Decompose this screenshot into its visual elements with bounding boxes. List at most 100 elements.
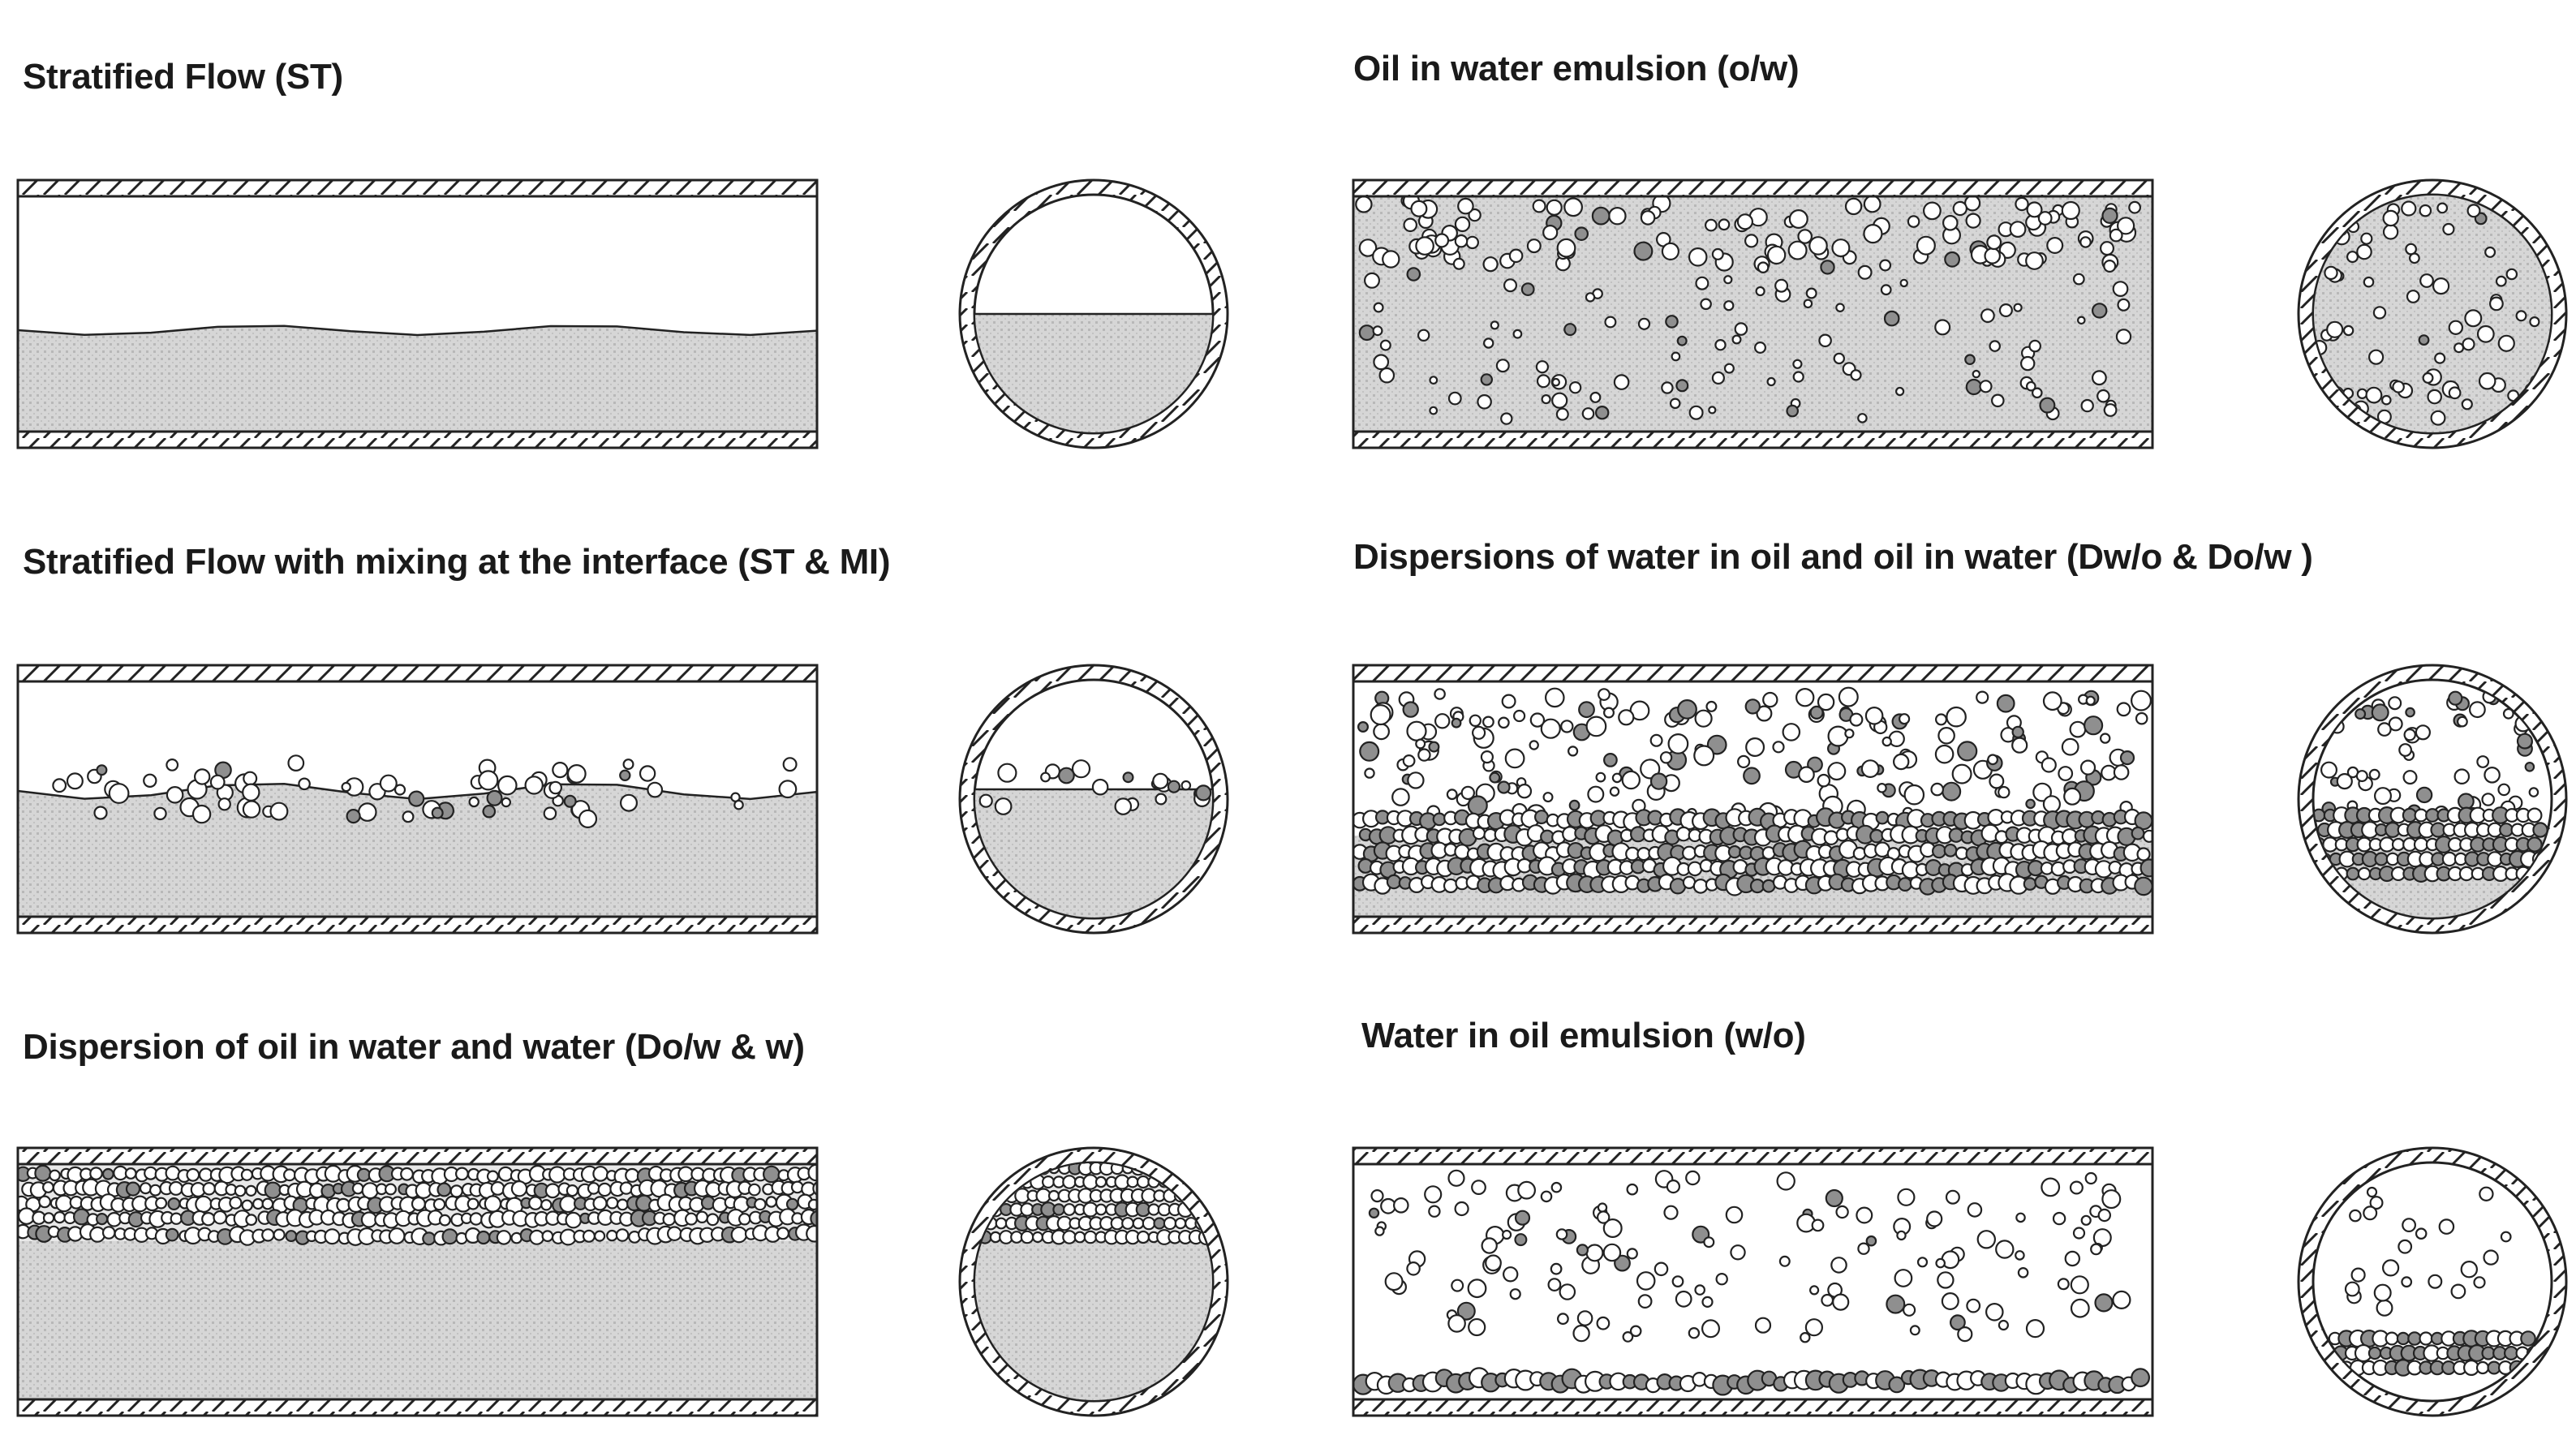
section-oil	[2327, 1186, 2542, 1377]
droplet	[2372, 306, 2387, 320]
droplet	[283, 1168, 296, 1182]
droplet	[2382, 224, 2399, 240]
droplet	[2032, 782, 2053, 802]
droplet	[1766, 376, 1776, 387]
droplet	[2091, 303, 2108, 319]
droplet	[2405, 707, 2415, 718]
droplet	[1694, 1284, 1705, 1296]
droplet	[625, 1167, 640, 1183]
droplet	[2028, 339, 2041, 353]
droplet	[2360, 232, 2373, 245]
droplet	[2532, 822, 2548, 838]
droplet	[1966, 1298, 1981, 1313]
droplet	[2025, 251, 2044, 270]
droplet	[1754, 342, 1767, 355]
droplet	[1180, 780, 1192, 791]
droplet	[1835, 303, 1845, 312]
droplet	[1608, 207, 1627, 226]
droplet	[1454, 216, 1471, 233]
droplet	[1708, 406, 1717, 415]
water-layer	[18, 754, 817, 917]
droplet	[2135, 711, 2148, 725]
interface	[18, 324, 817, 432]
droplet	[1943, 843, 1958, 857]
droplet	[1122, 771, 1134, 784]
droplet	[2419, 273, 2434, 288]
droplet	[1633, 241, 1654, 261]
droplet	[385, 1183, 398, 1196]
droplet	[1998, 303, 2013, 318]
droplet	[1471, 725, 1486, 740]
droplet	[469, 1212, 484, 1226]
droplet	[1357, 720, 1369, 733]
droplet	[2473, 1276, 2486, 1289]
droplet	[2084, 716, 2104, 736]
droplet	[2026, 380, 2036, 392]
droplet	[2052, 1211, 2066, 1226]
droplet	[2464, 309, 2483, 328]
droplet	[1526, 239, 1542, 254]
droplet	[2039, 397, 2056, 414]
droplet	[2041, 1177, 2061, 1197]
droplet	[2365, 386, 2383, 404]
droplet	[1533, 810, 1549, 825]
droplet	[1788, 209, 1808, 230]
droplet	[762, 1165, 781, 1184]
droplet	[42, 1181, 54, 1193]
droplet	[201, 1211, 216, 1227]
droplet	[1614, 1254, 1631, 1272]
droplet	[1142, 1216, 1156, 1231]
droplet	[1964, 354, 1976, 365]
droplet	[1567, 746, 1579, 757]
droplet	[2478, 372, 2496, 390]
droplet	[2432, 277, 2450, 295]
droplet	[1850, 369, 1862, 381]
droplet	[593, 1230, 606, 1242]
droplet	[346, 808, 361, 824]
droplet	[1469, 714, 1482, 728]
droplet	[807, 1198, 817, 1211]
droplet	[592, 1166, 609, 1182]
droplet	[582, 1229, 596, 1243]
droplet	[778, 780, 798, 799]
droplet	[1899, 713, 1911, 725]
droplet	[1480, 373, 1494, 386]
droplet	[776, 1227, 789, 1240]
droplet	[1688, 1326, 1701, 1339]
droplet	[66, 772, 84, 790]
droplet	[95, 1212, 109, 1226]
droplet	[1792, 359, 1803, 369]
droplet	[2072, 1227, 2086, 1240]
pipe-wall-bottom	[16, 1398, 819, 1417]
droplet	[1536, 374, 1550, 389]
droplet	[1888, 1376, 1906, 1394]
droplet	[1454, 234, 1469, 248]
droplet	[1587, 785, 1605, 803]
droplet	[1995, 1240, 2015, 1259]
droplet	[441, 1228, 458, 1245]
droplet	[1550, 1181, 1563, 1193]
droplet	[2356, 388, 2368, 399]
droplet	[1372, 325, 1383, 337]
droplet	[566, 764, 587, 784]
section-water	[2314, 196, 2551, 432]
droplet	[2479, 1186, 2494, 1202]
droplet	[810, 1210, 817, 1227]
droplet	[298, 777, 311, 791]
droplet	[541, 1230, 554, 1243]
droplet	[1952, 200, 1967, 217]
droplet	[1355, 196, 1373, 213]
droplet	[1585, 716, 1607, 737]
droplet	[1432, 812, 1447, 827]
droplet	[1626, 1183, 1639, 1196]
droplet	[2136, 847, 2151, 862]
droplet	[978, 1175, 991, 1188]
droplet	[2524, 761, 2535, 772]
droplet	[1163, 1216, 1177, 1231]
droplet	[1895, 386, 1905, 397]
droplet	[1589, 391, 1602, 403]
droplet	[1849, 712, 1864, 727]
droplet	[578, 809, 598, 829]
droplet	[1184, 1163, 1198, 1175]
droplet	[2131, 826, 2145, 840]
